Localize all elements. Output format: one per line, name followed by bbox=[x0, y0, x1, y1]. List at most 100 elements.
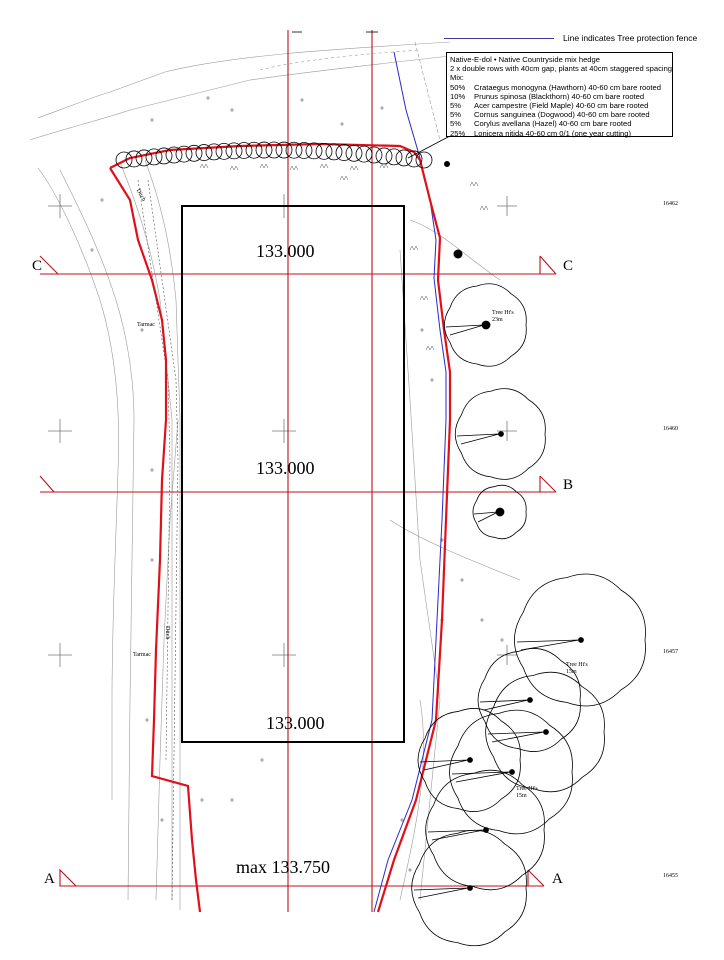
hedge-mix-item: 50% Crataegus monogyna (Hawthorn) 40-60 c… bbox=[450, 83, 669, 92]
hedge-mix-item-text: Prunus spinosa (Blackthorn) 40-60 cm bar… bbox=[474, 91, 645, 101]
hedge-plant bbox=[255, 141, 273, 159]
existing-trees bbox=[411, 283, 646, 947]
hedge-mix-item-text: Crataegus monogyna (Hawthorn) 40-60 cm b… bbox=[474, 82, 661, 92]
hedge-mix-label: Mix: bbox=[450, 73, 464, 83]
tarmac-label-1: Tarmac bbox=[137, 322, 155, 328]
tree-canopy bbox=[472, 484, 527, 540]
tree-trunk-marker bbox=[498, 431, 504, 437]
hedge-plant bbox=[275, 141, 293, 159]
hedge-mix-item-percent: 10% bbox=[450, 91, 466, 101]
tree-markers bbox=[444, 161, 463, 259]
tree-trunk-marker bbox=[543, 729, 549, 735]
site-boundary-west bbox=[109, 167, 202, 913]
tree-canopy bbox=[477, 648, 581, 752]
tree-trunk-marker bbox=[578, 637, 584, 643]
hedge-mix-item-text: Cornus sanguinea (Dogwood) 40-60 cm bare… bbox=[474, 110, 650, 120]
tree-trunk-marker bbox=[527, 697, 533, 703]
tree-canopy bbox=[425, 769, 545, 891]
tree-canopy bbox=[514, 573, 646, 707]
hedge-plant bbox=[285, 141, 303, 159]
tree-trunk-marker bbox=[467, 757, 473, 763]
hedge-mix-title: Native-E-dol • Native Countryside mix he… bbox=[450, 55, 600, 64]
tree-trunk-marker bbox=[481, 320, 491, 330]
hedge-plant bbox=[345, 144, 363, 162]
hedge-plant bbox=[245, 141, 263, 159]
grid-coord-4: 16455 bbox=[663, 873, 678, 879]
hedge-mix-box: Native-E-dol • Native Countryside mix he… bbox=[446, 52, 673, 138]
hedge-plant bbox=[205, 143, 223, 161]
hedge-plant bbox=[165, 146, 183, 164]
spot-height-marks bbox=[90, 96, 504, 872]
hedge-plant bbox=[385, 148, 403, 166]
section-a-left-label: A bbox=[44, 871, 55, 887]
tree-height-label-3: Tree Ht's 15m bbox=[516, 786, 538, 799]
tree-trunk-marker bbox=[467, 885, 473, 891]
tree-canopy-notch bbox=[487, 731, 545, 743]
hedge-plant bbox=[305, 142, 323, 160]
hedge-mix-item-percent: 5% bbox=[450, 110, 461, 120]
hedge-plant bbox=[335, 144, 353, 161]
level-label-bottom: 133.000 bbox=[266, 713, 325, 733]
level-label-middle: 133.000 bbox=[256, 458, 315, 478]
tree-canopy-notch bbox=[456, 433, 500, 445]
section-flags bbox=[39, 255, 557, 887]
section-reference-lines bbox=[40, 30, 556, 912]
building-footprint bbox=[181, 205, 405, 743]
hedge-mix-item: 10% Prunus spinosa (Blackthorn) 40-60 cm … bbox=[450, 92, 669, 101]
tree-trunk-marker bbox=[509, 769, 515, 775]
grid-coord-3: 16457 bbox=[663, 649, 678, 655]
hedge-mix-item: 25% Lonicera nitida 40-60 cm 0/1 (one yea… bbox=[450, 129, 669, 138]
section-a-right-label: A bbox=[552, 871, 563, 887]
tree-canopy-notch bbox=[473, 511, 499, 523]
section-c-left-label: C bbox=[32, 258, 43, 274]
hedge-mix-item-percent: 50% bbox=[450, 82, 466, 92]
hedge-plant bbox=[265, 141, 283, 159]
hedge-plant bbox=[155, 147, 173, 165]
hedge-plant bbox=[215, 142, 233, 160]
hedge-plant bbox=[175, 145, 193, 163]
ditch-lines bbox=[137, 179, 179, 901]
hedge-plant bbox=[135, 149, 153, 167]
hedge-plant bbox=[405, 150, 423, 168]
tree-canopy-notch bbox=[516, 639, 580, 651]
site-boundary-east bbox=[109, 142, 452, 913]
tree-canopy-notch bbox=[445, 324, 485, 336]
hedge-mix-item-text: Acer campestre (Field Maple) 40-60 cm ba… bbox=[474, 101, 649, 111]
hedge-plant bbox=[295, 142, 313, 159]
hedge-mix-item-text: Corylus avellana (Hazel) 40-60 cm bare r… bbox=[474, 119, 632, 129]
hedge-mix-items: 50% Crataegus monogyna (Hawthorn) 40-60 c… bbox=[450, 83, 669, 138]
hedge-mix-item-text: Lonicera nitida 40-60 cm 0/1 (one year c… bbox=[474, 128, 632, 138]
tarmac-label-2: Tarmac bbox=[133, 652, 151, 658]
hedge-mix-item-percent: 25% bbox=[450, 128, 466, 138]
section-b-right-label: B bbox=[563, 477, 574, 493]
hedge-plant bbox=[145, 148, 163, 166]
tree-height-label-1: Tree Ht's 23m bbox=[492, 310, 514, 323]
hedge-plant bbox=[235, 142, 253, 159]
ditch-label-2: Ditch bbox=[164, 626, 170, 640]
tree-canopy bbox=[411, 829, 527, 947]
fence-legend-line bbox=[444, 38, 554, 39]
hedge-plant bbox=[325, 143, 343, 161]
hedge-mix-item-percent: 5% bbox=[450, 101, 461, 111]
tree-protection-fence bbox=[373, 51, 447, 913]
hedge-leader-line bbox=[407, 135, 451, 159]
native-hedge-row bbox=[115, 141, 433, 169]
tree-canopy bbox=[444, 283, 527, 367]
tree-canopy-notch bbox=[479, 699, 529, 711]
hedge-plant bbox=[355, 145, 373, 163]
hedge-plant bbox=[315, 142, 333, 160]
hedge-mix-item: 5% Acer campestre (Field Maple) 40-60 cm … bbox=[450, 101, 669, 110]
tree-canopy-notch bbox=[419, 759, 469, 771]
survey-contours bbox=[29, 41, 521, 910]
level-label-top: 133.000 bbox=[256, 241, 315, 261]
hedge-plant bbox=[365, 146, 383, 164]
tree-height-label-2: Tree Ht's 15m bbox=[566, 662, 588, 675]
tree-canopy-notch bbox=[451, 771, 511, 783]
tree-trunk-marker bbox=[495, 507, 505, 517]
hedge-mix-item-percent: 5% bbox=[450, 119, 461, 129]
hedge-mix-item: 5% Corylus avellana (Hazel) 40-60 cm bare… bbox=[450, 119, 669, 128]
hedge-plant bbox=[195, 144, 213, 161]
fence-legend-text: Line indicates Tree protection fence bbox=[563, 33, 698, 43]
hedge-plant bbox=[115, 151, 133, 169]
